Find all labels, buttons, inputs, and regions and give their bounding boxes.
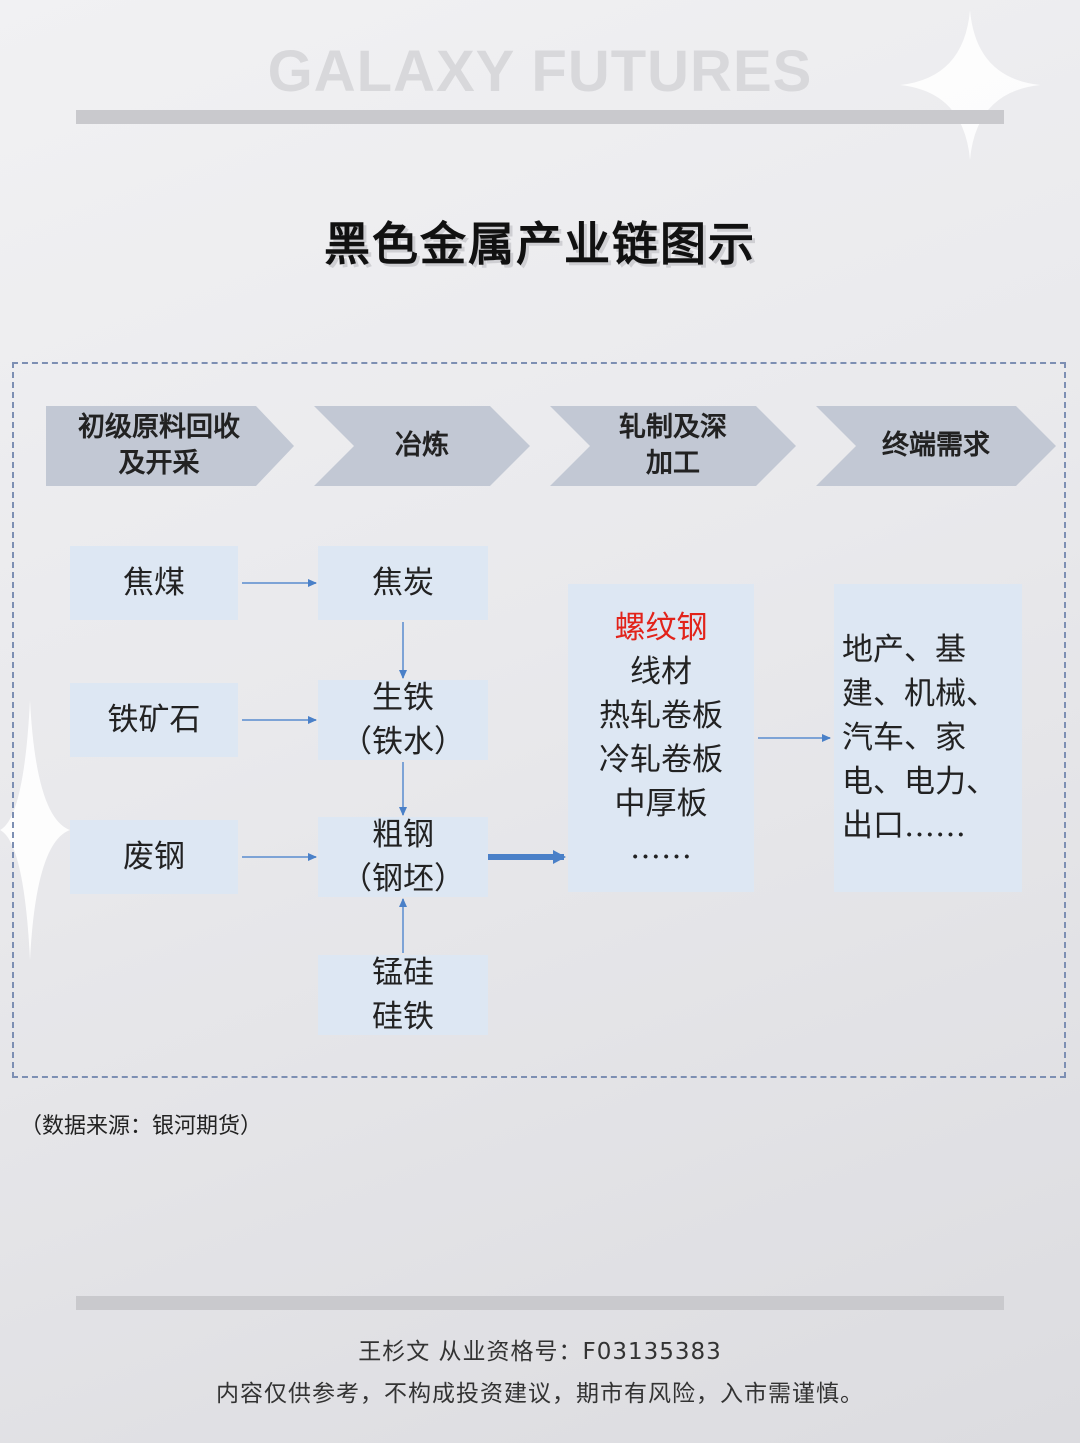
diagram-frame: [12, 362, 1066, 1078]
sparkle-star-icon-left: [0, 700, 70, 960]
node-steel-products: 螺纹钢 线材 热轧卷板 冷轧卷板 中厚板 ……: [568, 584, 754, 892]
analyst-credential: 王杉文 从业资格号：F03135383: [358, 1339, 722, 1365]
node-coking-coal: 焦煤: [70, 546, 238, 620]
stage-raw-materials: 初级原料回收 及开采: [46, 406, 294, 486]
brand-watermark: GALAXY FUTURES: [267, 39, 813, 104]
top-divider: [76, 110, 1004, 124]
sparkle-star-icon: [900, 10, 1040, 160]
data-source-note: （数据来源：银河期货）: [20, 1114, 263, 1139]
node-crude-steel: 粗钢 （钢坯）: [318, 817, 488, 897]
page-title: 黑色金属产业链图示: [324, 217, 756, 271]
stage-end-demand: 终端需求: [816, 406, 1056, 486]
node-coke: 焦炭: [318, 546, 488, 620]
product-more: ……: [630, 830, 692, 866]
product-medium-plate: 中厚板: [614, 786, 708, 822]
node-ferroalloy: 锰硅 硅铁: [318, 955, 488, 1035]
node-end-demand: 地产、基 建、机械、 汽车、家 电、电力、 出口……: [834, 584, 1022, 892]
bottom-divider: [76, 1296, 1004, 1310]
node-pig-iron: 生铁 （铁水）: [318, 680, 488, 760]
stage-smelting: 冶炼: [314, 406, 530, 486]
node-scrap-steel: 废钢: [70, 820, 238, 894]
product-hot-rolled-coil: 热轧卷板: [599, 698, 723, 734]
product-wire-rod: 线材: [630, 654, 692, 690]
stage-rolling-processing: 轧制及深 加工: [550, 406, 796, 486]
product-cold-rolled-coil: 冷轧卷板: [599, 742, 723, 778]
node-iron-ore: 铁矿石: [70, 683, 238, 757]
product-rebar: 螺纹钢: [614, 610, 708, 646]
risk-disclaimer: 内容仅供参考，不构成投资建议，期市有风险，入市需谨慎。: [216, 1381, 864, 1407]
